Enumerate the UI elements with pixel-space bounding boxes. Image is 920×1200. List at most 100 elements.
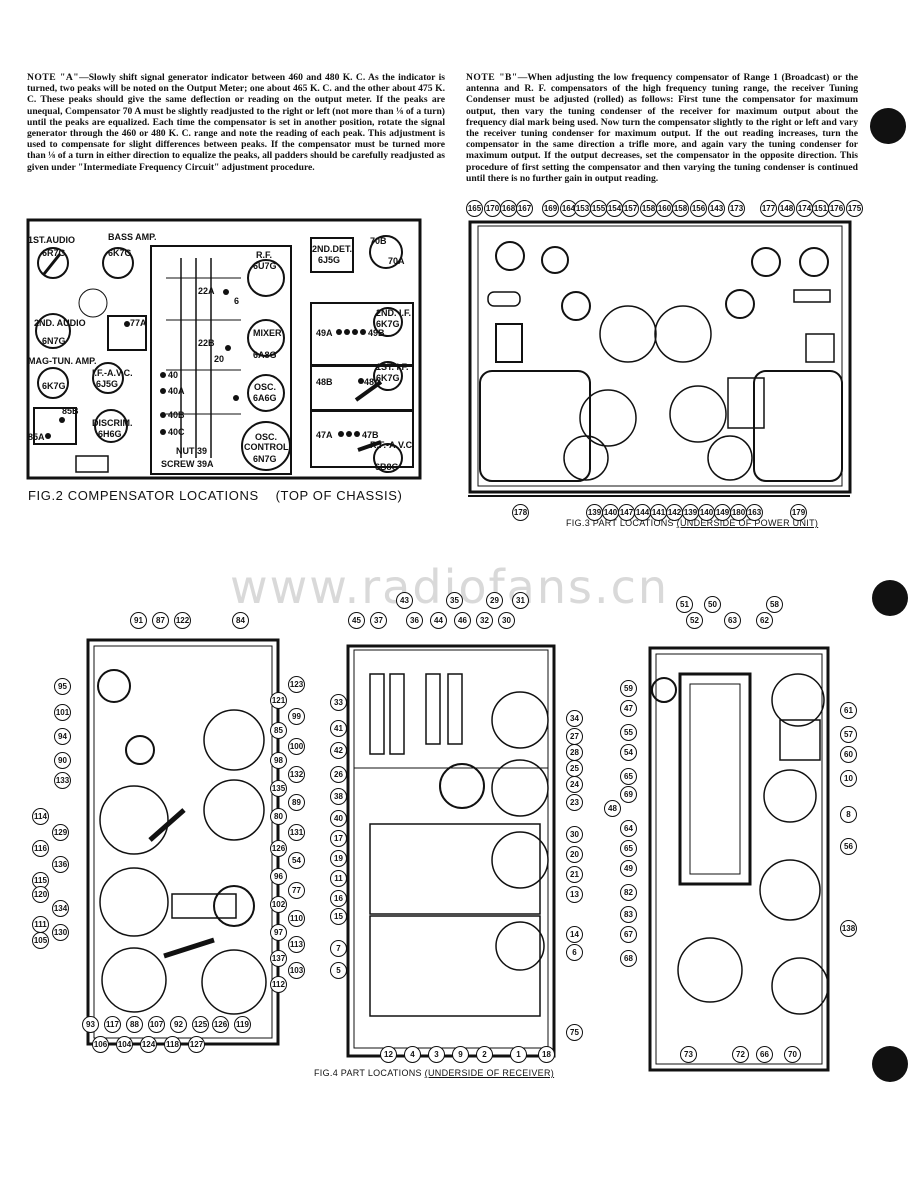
fig3-top-callout: 176 <box>828 200 845 217</box>
fig2-tube-type-6h6g: 6H6G <box>98 429 122 439</box>
fig4-right-callout: 49 <box>620 860 637 877</box>
fig4-left-callout: 103 <box>288 962 305 979</box>
fig4-left-callout: 121 <box>270 692 287 709</box>
fig3-top-callout: 173 <box>728 200 745 217</box>
fig4-center-callout: 23 <box>566 794 583 811</box>
fig4-center-callout: 11 <box>330 870 347 887</box>
fig4-right-callout: 70 <box>784 1046 801 1063</box>
fig4-center-callout: 17 <box>330 830 347 847</box>
fig2-label: 47A <box>316 430 333 440</box>
fig4-right-callout: 10 <box>840 770 857 787</box>
fig2-label: 40C <box>168 427 185 437</box>
fig2-label-screw-39a: SCREW 39A <box>161 459 214 469</box>
fig4-right-callout: 58 <box>766 596 783 613</box>
fig3-caption-text: FIG.3 PART LOCATIONS <box>566 518 674 528</box>
fig4-center-callout: 43 <box>396 592 413 609</box>
fig4-left-callout: 120 <box>32 886 49 903</box>
fig3-bottom-callout: 180 <box>730 504 747 521</box>
fig4-left-callout: 134 <box>52 900 69 917</box>
fig4-caption-text: FIG.4 PART LOCATIONS <box>314 1068 422 1078</box>
fig4-right-callout: 60 <box>840 746 857 763</box>
fig4-center-callout: 46 <box>454 612 471 629</box>
fig4-left-callout: 93 <box>82 1016 99 1033</box>
fig3-top-callout: 165 <box>466 200 483 217</box>
fig2-label-22b: 22B <box>198 338 215 348</box>
fig4-center-callout: 36 <box>406 612 423 629</box>
note-b: NOTE "B"—When adjusting the low frequenc… <box>466 72 858 184</box>
fig4-center-callout: 35 <box>446 592 463 609</box>
fig2-label: 48A <box>364 377 381 387</box>
fig4-center-callout: 37 <box>370 612 387 629</box>
fig4-center-callout: 3 <box>428 1046 445 1063</box>
fig3-bottom-callout: 178 <box>512 504 529 521</box>
fig4-left-callout: 98 <box>270 752 287 769</box>
fig4-left-callout: 110 <box>288 910 305 927</box>
fig3-top-callout: 164 <box>560 200 577 217</box>
fig2-label: 49A <box>316 328 333 338</box>
fig4-right-callout: 65 <box>620 840 637 857</box>
fig2-tube-label-discrim: DISCRIM. <box>92 418 133 428</box>
fig2-label: 70A <box>388 256 405 266</box>
fig3-top-callout: 156 <box>690 200 707 217</box>
fig2-tube-type-6r7g: 6R7G <box>42 248 66 258</box>
fig4-center-callout: 38 <box>330 788 347 805</box>
fig4-center-callout: 34 <box>566 710 583 727</box>
fig2-tube-type: 6J5G <box>318 255 341 265</box>
fig2-label-47b: 47B <box>362 430 379 440</box>
fig2-tube-type: 6R7G <box>42 248 66 258</box>
fig3-top-callout: 160 <box>656 200 673 217</box>
fig2-tube-label-if-avc: I.F.-A.V.C. <box>92 368 133 378</box>
fig4-left-callout: 90 <box>54 752 71 769</box>
fig4-left-callout: 54 <box>288 852 305 869</box>
fig4-caption: FIG.4 PART LOCATIONS (UNDERSIDE OF RECEI… <box>314 1068 554 1078</box>
fig2-label: SCREW 39A <box>161 459 214 469</box>
fig2-tube-name: MAG-TUN. AMP. <box>28 356 97 366</box>
fig4-left-diagram <box>54 610 310 1090</box>
fig2-tube-type: 6K7G <box>376 373 400 383</box>
fig4-right-callout: 68 <box>620 950 637 967</box>
fig4-right-callout: 65 <box>620 768 637 785</box>
fig4-left-callout: 127 <box>188 1036 205 1053</box>
fig2-label: 85A <box>28 432 45 442</box>
fig2-tube-name: 2ND.DET. <box>312 244 353 254</box>
fig4-left-callout: 117 <box>104 1016 121 1033</box>
fig4-left-callout: 126 <box>270 840 287 857</box>
fig2-label-49a: 49A <box>316 328 333 338</box>
fig4-right-callout: 67 <box>620 926 637 943</box>
fig4-left-callout: 85 <box>270 722 287 739</box>
fig3-top-callout: 155 <box>590 200 607 217</box>
fig3-chassis-drawing <box>468 220 852 497</box>
fig4-left-callout: 102 <box>270 896 287 913</box>
fig4-left-callout: 100 <box>288 738 305 755</box>
fig4-right-callout: 8 <box>840 806 857 823</box>
fig2-tube-type: 6K7G <box>42 381 66 391</box>
fig3-top-callout: 148 <box>778 200 795 217</box>
fig2-label-70b: 70B <box>370 236 387 246</box>
fig4-center-callout: 15 <box>330 908 347 925</box>
fig2-label-6: 6 <box>234 296 239 306</box>
fig4-right-callout: 57 <box>840 726 857 743</box>
fig2-label: NUT 39 <box>176 446 208 456</box>
fig4-center-callout: 14 <box>566 926 583 943</box>
fig4-right-callout: 47 <box>620 700 637 717</box>
fig4-right-callout: 55 <box>620 724 637 741</box>
fig3-bottom-callout: 139 <box>586 504 603 521</box>
fig4-left-callout: 95 <box>54 678 71 695</box>
fig4-left-callout: 131 <box>288 824 305 841</box>
fig4-right-callout: 69 <box>620 786 637 803</box>
fig2-tube-label-1st-audio: 1ST.AUDIO <box>28 235 75 245</box>
fig4-left-callout: 133 <box>54 772 71 789</box>
fig3-top-callout: 177 <box>760 200 777 217</box>
fig4-left-callout: 122 <box>174 612 191 629</box>
fig2-tube-type: 6U7G <box>253 261 277 271</box>
fig4-center-callout: 31 <box>512 592 529 609</box>
fig2-label-85a: 85A <box>28 432 45 442</box>
fig3-diagram <box>458 196 866 508</box>
fig2-label: 49B <box>368 328 385 338</box>
fig3-caption: FIG.3 PART LOCATIONS (UNDERSIDE OF POWER… <box>566 518 818 528</box>
fig2-tube-type-6n7g-b: 6N7G <box>253 454 277 464</box>
fig2-caption-text: FIG.2 COMPENSATOR LOCATIONS <box>28 488 259 503</box>
fig4-left-callout: 104 <box>116 1036 133 1053</box>
fig2-tube-name: BASS AMP. <box>108 232 157 242</box>
fig2-tube-label-2nd-if: 2ND. I.F. <box>376 308 411 318</box>
